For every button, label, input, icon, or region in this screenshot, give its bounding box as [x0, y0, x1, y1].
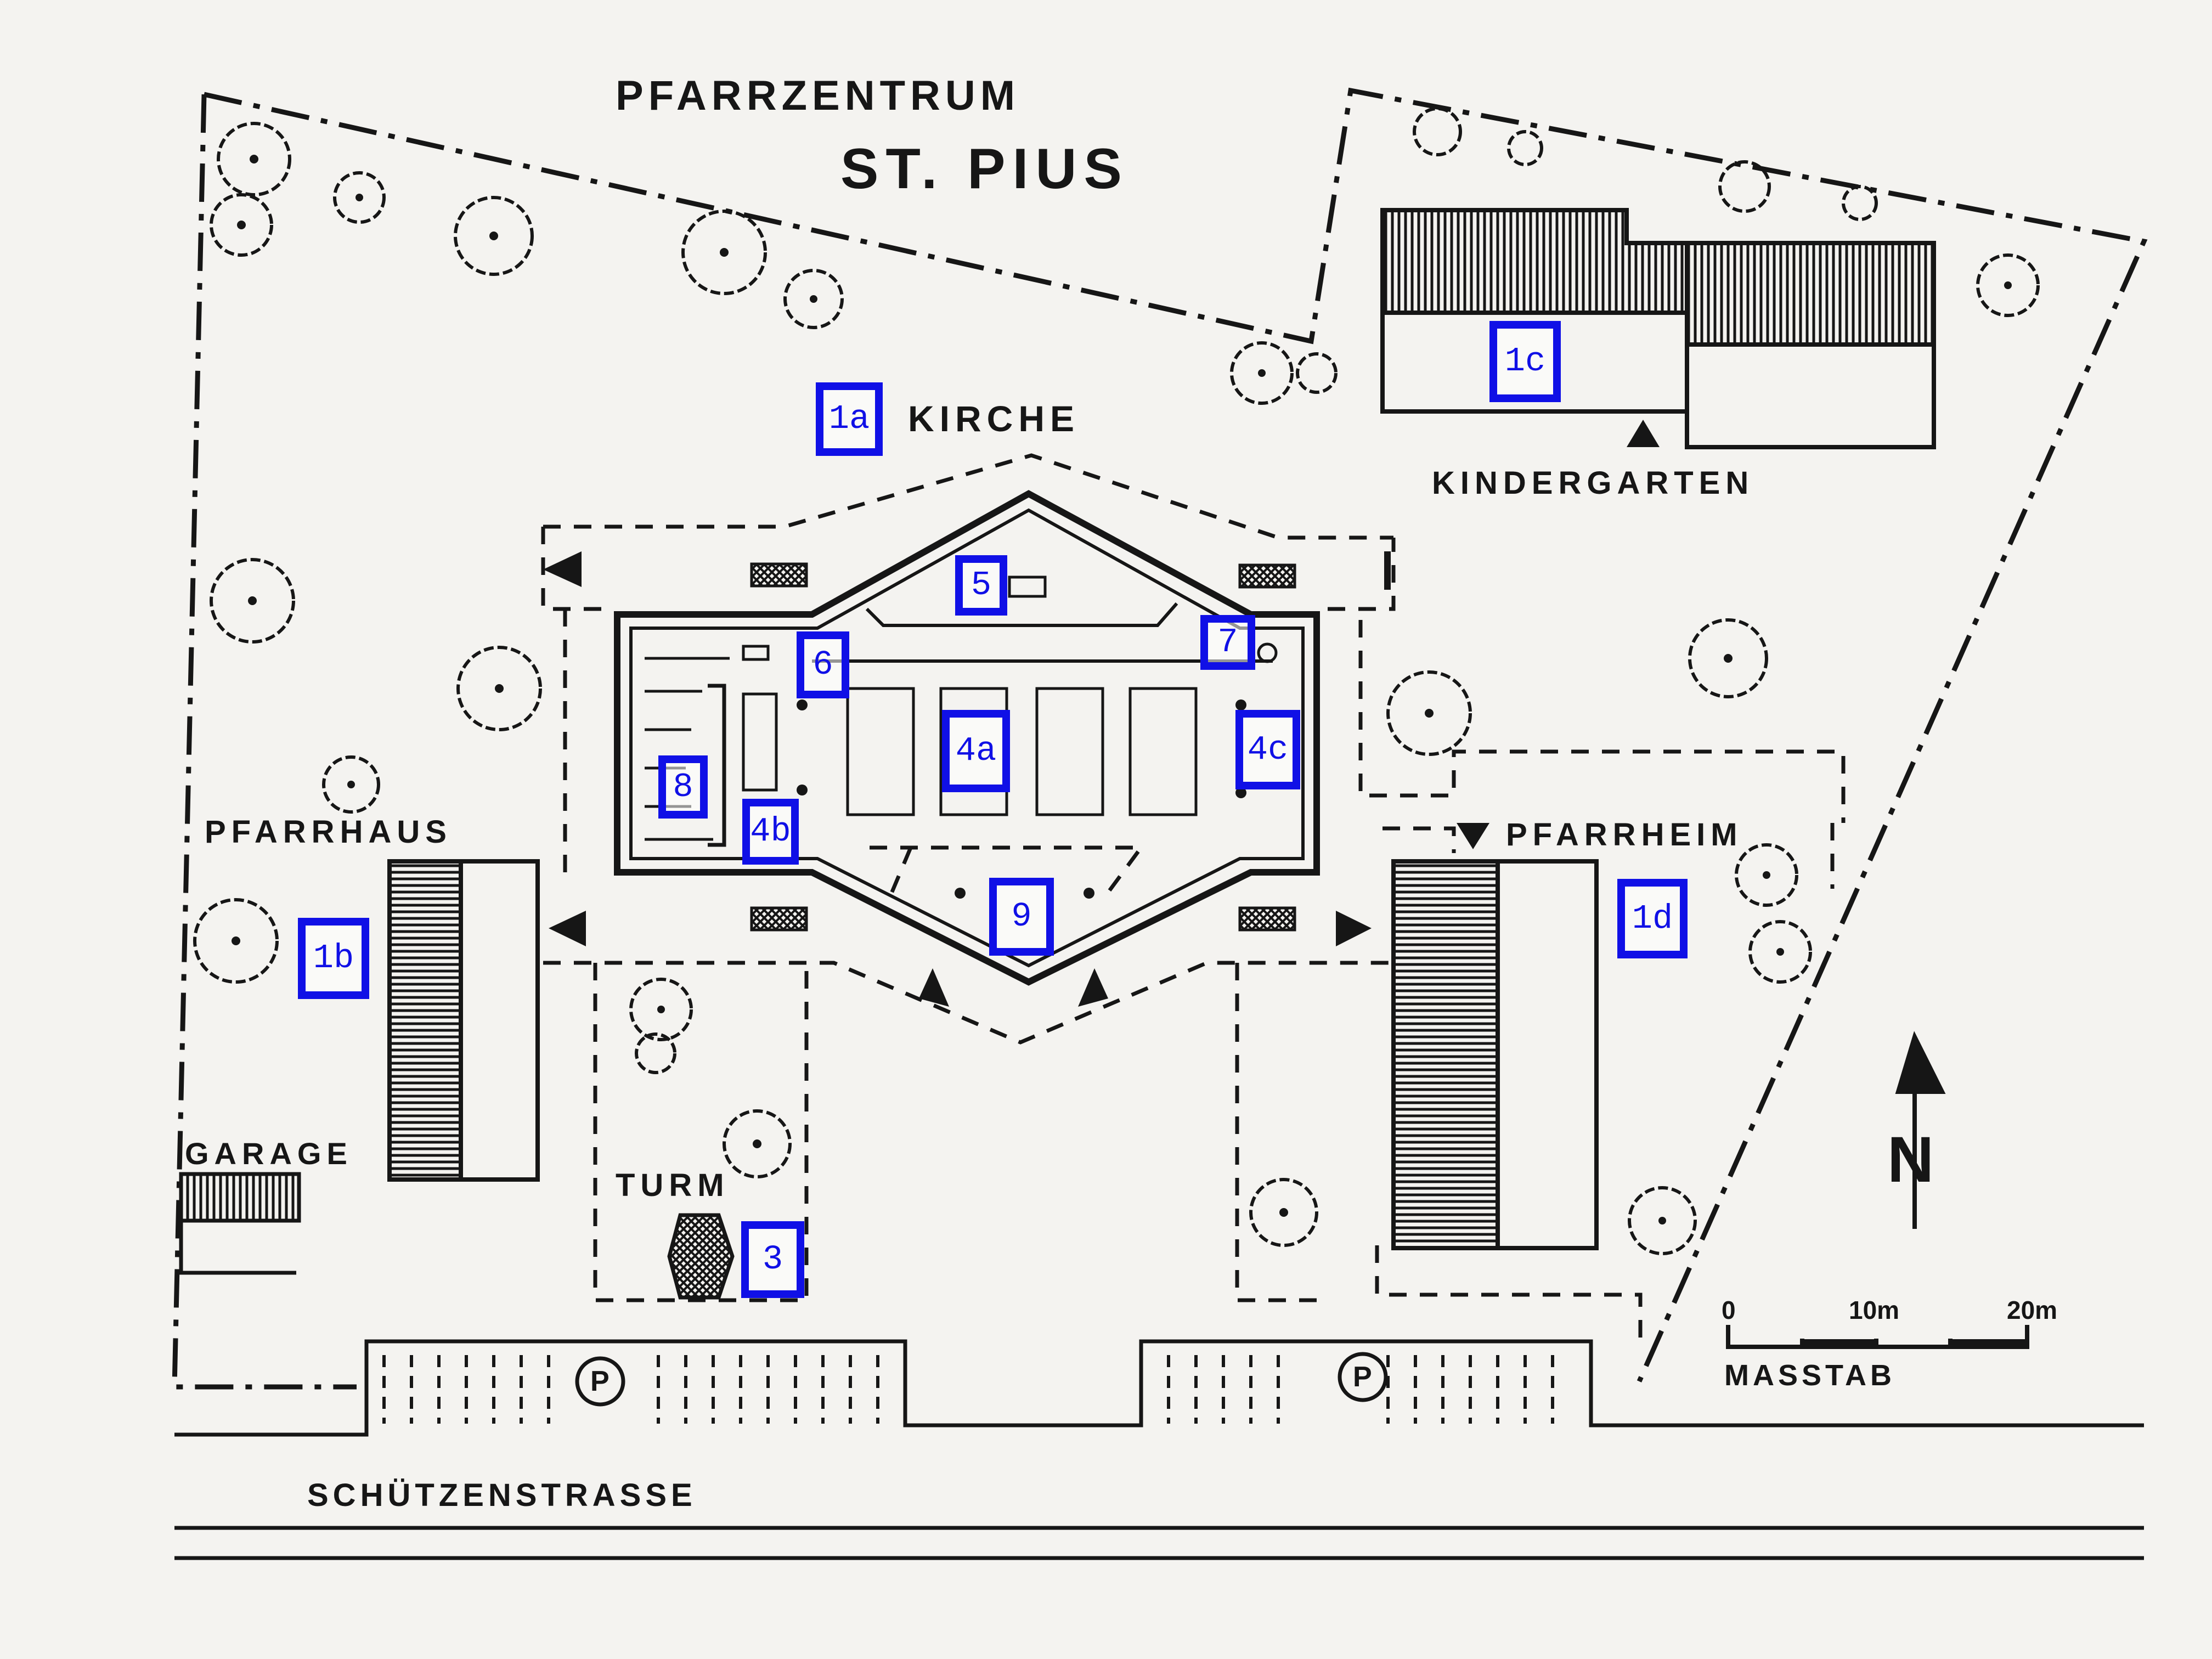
marker-3[interactable]: 3	[741, 1221, 804, 1298]
planter-blocks	[750, 562, 1296, 932]
scale-tick-20m: 20m	[2007, 1296, 2058, 1324]
label-garage: GARAGE	[185, 1136, 353, 1171]
plan-subtitle: ST. PIUS	[840, 137, 1129, 201]
label-street: SCHÜTZENSTRASSE	[307, 1477, 697, 1513]
north-label: N	[1887, 1124, 1934, 1196]
label-turm: TURM	[616, 1167, 730, 1203]
tree-centers	[232, 155, 2012, 1224]
label-kindergarten: KINDERGARTEN	[1432, 465, 1754, 501]
pfarrheim-building	[1391, 859, 1599, 1250]
marker-7[interactable]: 7	[1200, 615, 1255, 670]
marker-1b[interactable]: 1b	[298, 918, 369, 999]
church-columns	[797, 699, 1246, 899]
parking-circles	[575, 1352, 1388, 1407]
marker-5[interactable]: 5	[955, 555, 1007, 616]
scale-caption: MASSTAB	[1724, 1359, 1895, 1392]
label-kirche: KIRCHE	[908, 398, 1080, 439]
marker-6[interactable]: 6	[797, 631, 849, 698]
label-pfarrhaus: PFARRHAUS	[205, 814, 452, 850]
trees	[193, 107, 2040, 1255]
marker-4a[interactable]: 4a	[942, 710, 1010, 792]
pfarrhaus-building	[387, 859, 540, 1182]
scale-bar	[1726, 1325, 2029, 1349]
parking-bays	[382, 1355, 1554, 1424]
marker-4c[interactable]: 4c	[1235, 710, 1300, 789]
marker-1d[interactable]: 1d	[1617, 879, 1688, 958]
garage-building	[179, 1172, 301, 1275]
label-pfarrheim: PFARRHEIM	[1506, 817, 1743, 853]
marker-1a[interactable]: 1a	[816, 382, 883, 456]
plan-title: PFARRZENTRUM	[616, 72, 1020, 119]
marker-4b[interactable]: 4b	[742, 799, 799, 865]
marker-1c[interactable]: 1c	[1489, 321, 1561, 402]
property-boundary	[172, 87, 2148, 1390]
marker-8[interactable]: 8	[658, 755, 708, 819]
tower-building	[667, 1213, 735, 1300]
parking-label-east: P	[1353, 1361, 1372, 1393]
marker-9[interactable]: 9	[989, 878, 1054, 956]
footpaths	[541, 453, 1846, 1339]
parking-label-west: P	[590, 1365, 610, 1397]
street-lines	[174, 1339, 2144, 1560]
entrance-arrows	[543, 420, 1660, 1007]
scale-tick-0: 0	[1722, 1296, 1736, 1324]
north-arrow-icon	[1895, 1031, 1946, 1229]
scale-tick-10m: 10m	[1849, 1296, 1900, 1324]
kindergarten-building	[1380, 208, 1936, 449]
